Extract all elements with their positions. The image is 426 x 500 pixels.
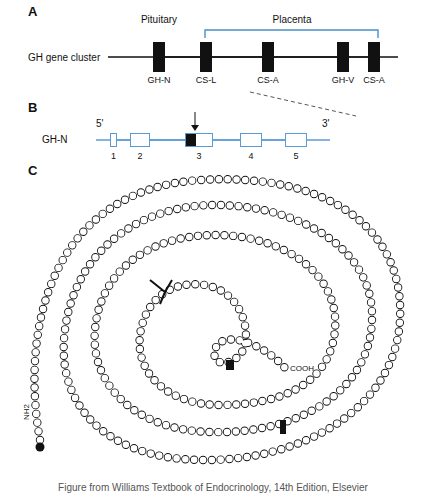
- gene-backbone: [108, 56, 398, 57]
- gene-label: CS-A: [257, 75, 279, 86]
- panel-letter: C: [28, 165, 37, 177]
- end-label: 3': [322, 118, 329, 130]
- pointer-arrow: [191, 125, 199, 131]
- intron-line: [262, 139, 285, 140]
- exon-box: 3: [185, 133, 213, 147]
- branch-symbol: [150, 280, 172, 304]
- exon-box: 4: [240, 133, 262, 147]
- intron-line: [117, 139, 130, 140]
- gene-box: CS-A: [262, 42, 274, 72]
- exon-number: 2: [137, 151, 142, 162]
- gene-box: CS-L: [200, 42, 212, 72]
- gene-label: CS-L: [196, 75, 217, 86]
- terminus-label: NH2: [21, 404, 33, 420]
- exon-number: 1: [111, 151, 116, 162]
- terminal-dot: [36, 443, 45, 452]
- zoom-line: [250, 92, 356, 116]
- panel-letter: B: [28, 102, 37, 114]
- exon-box: 1: [110, 133, 117, 147]
- gene-box: GH-N: [153, 42, 165, 72]
- gene-box: GH-V: [337, 42, 349, 72]
- tissue-label: Placenta: [273, 14, 312, 26]
- gene-label: GH-V: [332, 75, 355, 86]
- amino-acid-chain: [34, 179, 400, 460]
- intergenic-line: [274, 56, 337, 57]
- panel-letter: A: [28, 6, 37, 18]
- gene-label: GH-N: [42, 134, 68, 146]
- disulfide-bridge: [280, 420, 286, 434]
- gene-box: CS-A: [368, 42, 380, 72]
- placenta-bracket: [205, 30, 378, 38]
- disulfide-bridge: [226, 360, 234, 370]
- intergenic-line: [349, 56, 368, 57]
- cluster-label: GH gene cluster: [28, 52, 100, 64]
- pointer-arrow: [195, 112, 196, 127]
- exon-number: 4: [248, 151, 253, 162]
- intron-line: [150, 139, 185, 140]
- exon-number: 3: [196, 151, 201, 162]
- tissue-label: Pituitary: [141, 14, 177, 26]
- intergenic-line: [212, 56, 262, 57]
- coding-segment: [186, 134, 196, 146]
- terminus-label: COOH: [290, 363, 314, 375]
- intergenic-line: [165, 56, 200, 57]
- exon-box: 2: [130, 133, 150, 147]
- gene-label: GH-N: [148, 75, 171, 86]
- exon-number: 5: [293, 151, 298, 162]
- end-label: 5': [96, 118, 103, 130]
- gene-label: CS-A: [363, 75, 385, 86]
- intron-line: [213, 139, 240, 140]
- amino-acid-chain: [34, 179, 400, 460]
- exon-box: 5: [285, 133, 307, 147]
- figure-caption: Figure from Williams Textbook of Endocri…: [0, 482, 426, 494]
